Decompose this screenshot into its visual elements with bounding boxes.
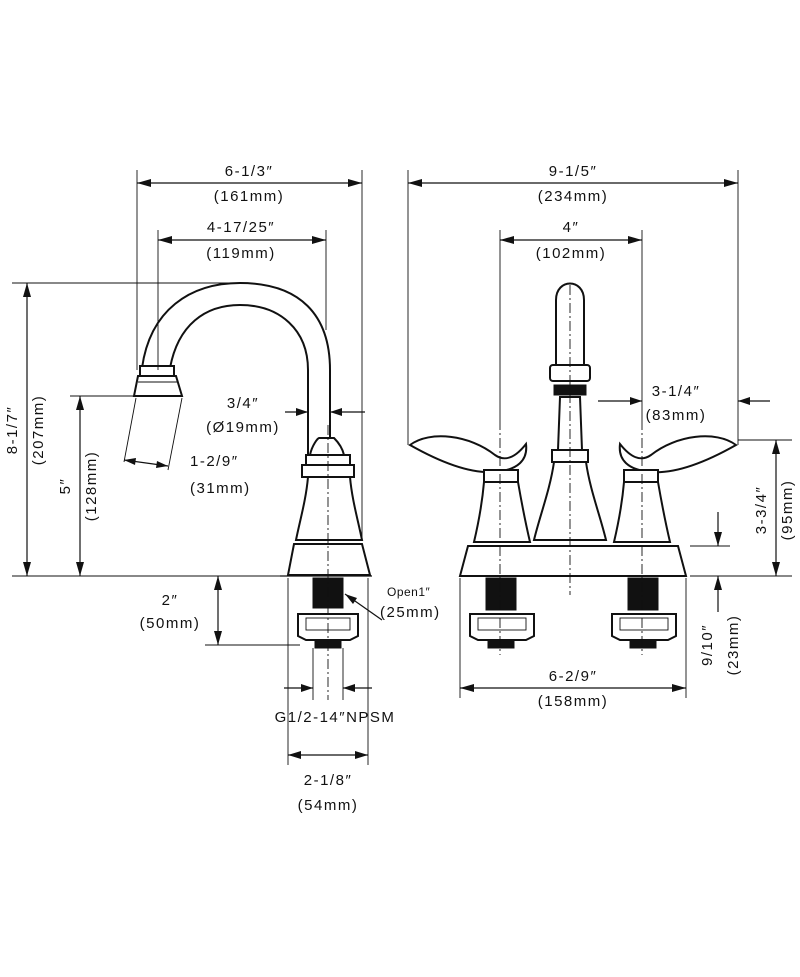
dim-base-length-imperial: 6-2/9″ xyxy=(549,668,598,685)
side-aerator-ring xyxy=(139,365,175,377)
side-view-faucet xyxy=(132,281,372,700)
front-left-handle-body xyxy=(472,481,532,543)
side-spout-inner xyxy=(169,303,309,455)
dim-handle-height-imperial: 3-3/4″ xyxy=(753,486,770,535)
dim-aerator-imperial: 1-2/9″ xyxy=(190,453,239,470)
side-base xyxy=(286,543,372,576)
side-aerator xyxy=(132,375,184,397)
dim-shank-length-metric: (50mm) xyxy=(140,615,201,632)
dim-aerator-metric: (31mm) xyxy=(190,480,251,497)
dim-handle-height-metric: (95mm) xyxy=(779,480,796,541)
dim-nut-height-imperial: 9/10″ xyxy=(699,624,716,666)
front-left-nut xyxy=(469,613,535,641)
side-body-bell xyxy=(294,476,364,541)
dim-thread-label: G1/2-14″NPSM xyxy=(275,709,396,726)
dim-overall-height-imperial: 8-1/7″ xyxy=(4,406,21,455)
front-base-plate xyxy=(458,545,688,577)
front-right-handle-lever xyxy=(618,435,738,474)
dim-overall-width-imperial: 6-1/3″ xyxy=(225,163,274,180)
dim-base-width-imperial: 2-1/8″ xyxy=(304,772,353,789)
front-right-nut xyxy=(611,613,677,641)
front-view-faucet xyxy=(408,282,738,655)
front-view-dimensions: 9-1/5″ (234mm) 4″ (102mm) 3-1/4″ (83mm) … xyxy=(407,163,796,710)
dim-center-spread-metric: (102mm) xyxy=(536,245,607,262)
front-left-handle-lever xyxy=(408,435,528,474)
dim-spout-height-metric: (128mm) xyxy=(83,451,100,522)
dim-spout-reach-metric: (119mm) xyxy=(206,245,275,262)
dim-handle-reach-metric: (83mm) xyxy=(646,407,707,424)
dim-handle-reach-imperial: 3-1/4″ xyxy=(652,383,701,400)
dim-center-spread-imperial: 4″ xyxy=(563,219,580,236)
front-right-shank xyxy=(627,577,659,611)
dim-front-width-metric: (234mm) xyxy=(538,188,609,205)
dim-overall-width-metric: (161mm) xyxy=(214,188,285,205)
front-left-shank xyxy=(485,577,517,611)
dim-front-width-imperial: 9-1/5″ xyxy=(549,163,598,180)
dim-shank-length-imperial: 2″ xyxy=(162,592,179,609)
dim-overall-height-metric: (207mm) xyxy=(30,395,47,466)
dim-spout-diameter-metric: (Ø19mm) xyxy=(206,419,280,436)
dim-base-width-metric: (54mm) xyxy=(298,797,359,814)
front-left-handle-ring xyxy=(483,469,519,483)
dim-spout-height-imperial: 5″ xyxy=(57,478,74,495)
side-view-dimensions: 6-1/3″ (161mm) 4-17/25″ (119mm) 3/4″ (Ø1… xyxy=(4,163,441,814)
dim-deck-opening-metric: (25mm) xyxy=(380,604,441,621)
dim-spout-diameter-imperial: 3/4″ xyxy=(227,395,259,412)
dim-base-length-metric: (158mm) xyxy=(538,693,609,710)
dim-deck-opening-label: Open1″ xyxy=(387,585,431,599)
side-body-cap xyxy=(308,437,346,456)
front-right-handle-ring xyxy=(623,469,659,483)
dim-nut-height-metric: (23mm) xyxy=(725,615,742,676)
dim-spout-reach-imperial: 4-17/25″ xyxy=(207,219,275,236)
